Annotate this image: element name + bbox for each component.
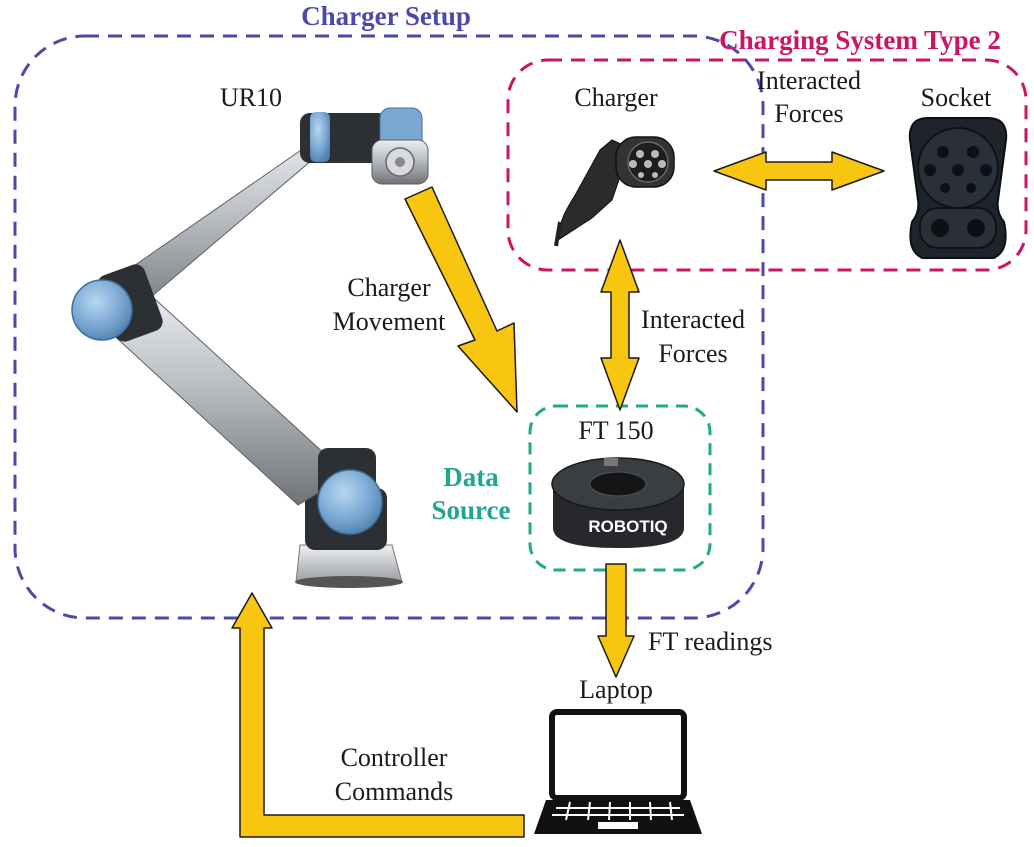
controller-commands-label-line1: Controller <box>341 743 448 772</box>
sensor-brand: ROBOTIQ <box>588 517 667 536</box>
charger-socket-forces-label-line1: Interacted <box>757 66 861 95</box>
laptop-icon <box>534 709 702 834</box>
ft-readings-label: FT readings <box>648 627 772 656</box>
charger-socket-forces-label-line2: Forces <box>774 99 843 128</box>
controller-commands-label-line2: Commands <box>335 777 453 806</box>
robot-label: UR10 <box>220 83 282 112</box>
ev-charger-plug-icon <box>554 136 675 247</box>
charger-movement-label-line2: Movement <box>333 307 446 336</box>
charger-sensor-forces-label-line1: Interacted <box>641 305 745 334</box>
charger-sensor-forces-arrow <box>600 239 640 411</box>
charger-movement-arrow <box>404 186 518 413</box>
charger-setup-boundary <box>13 34 765 620</box>
controller-commands-arrow <box>231 592 525 838</box>
sensor-label: FT 150 <box>578 416 653 445</box>
charger-setup-title: Charger Setup <box>301 1 471 31</box>
charger-label: Charger <box>574 83 658 112</box>
socket-label: Socket <box>921 83 993 112</box>
ft-readings-arrow <box>597 563 635 678</box>
robot-arm-icon <box>71 107 429 588</box>
charger-socket-forces-arrow <box>713 151 885 191</box>
type2-socket-icon <box>908 117 1008 259</box>
data-source-title-line1: Data <box>443 462 499 492</box>
data-source-title-line2: Source <box>432 495 511 525</box>
charger-sensor-forces-label-line2: Forces <box>658 339 727 368</box>
charging-system-boundary <box>506 58 1028 272</box>
charger-movement-label-line1: Charger <box>347 273 431 302</box>
force-torque-sensor-icon: ROBOTIQ <box>551 457 685 548</box>
charging-system-title: Charging System Type 2 <box>719 25 1001 55</box>
laptop-label: Laptop <box>579 675 653 704</box>
